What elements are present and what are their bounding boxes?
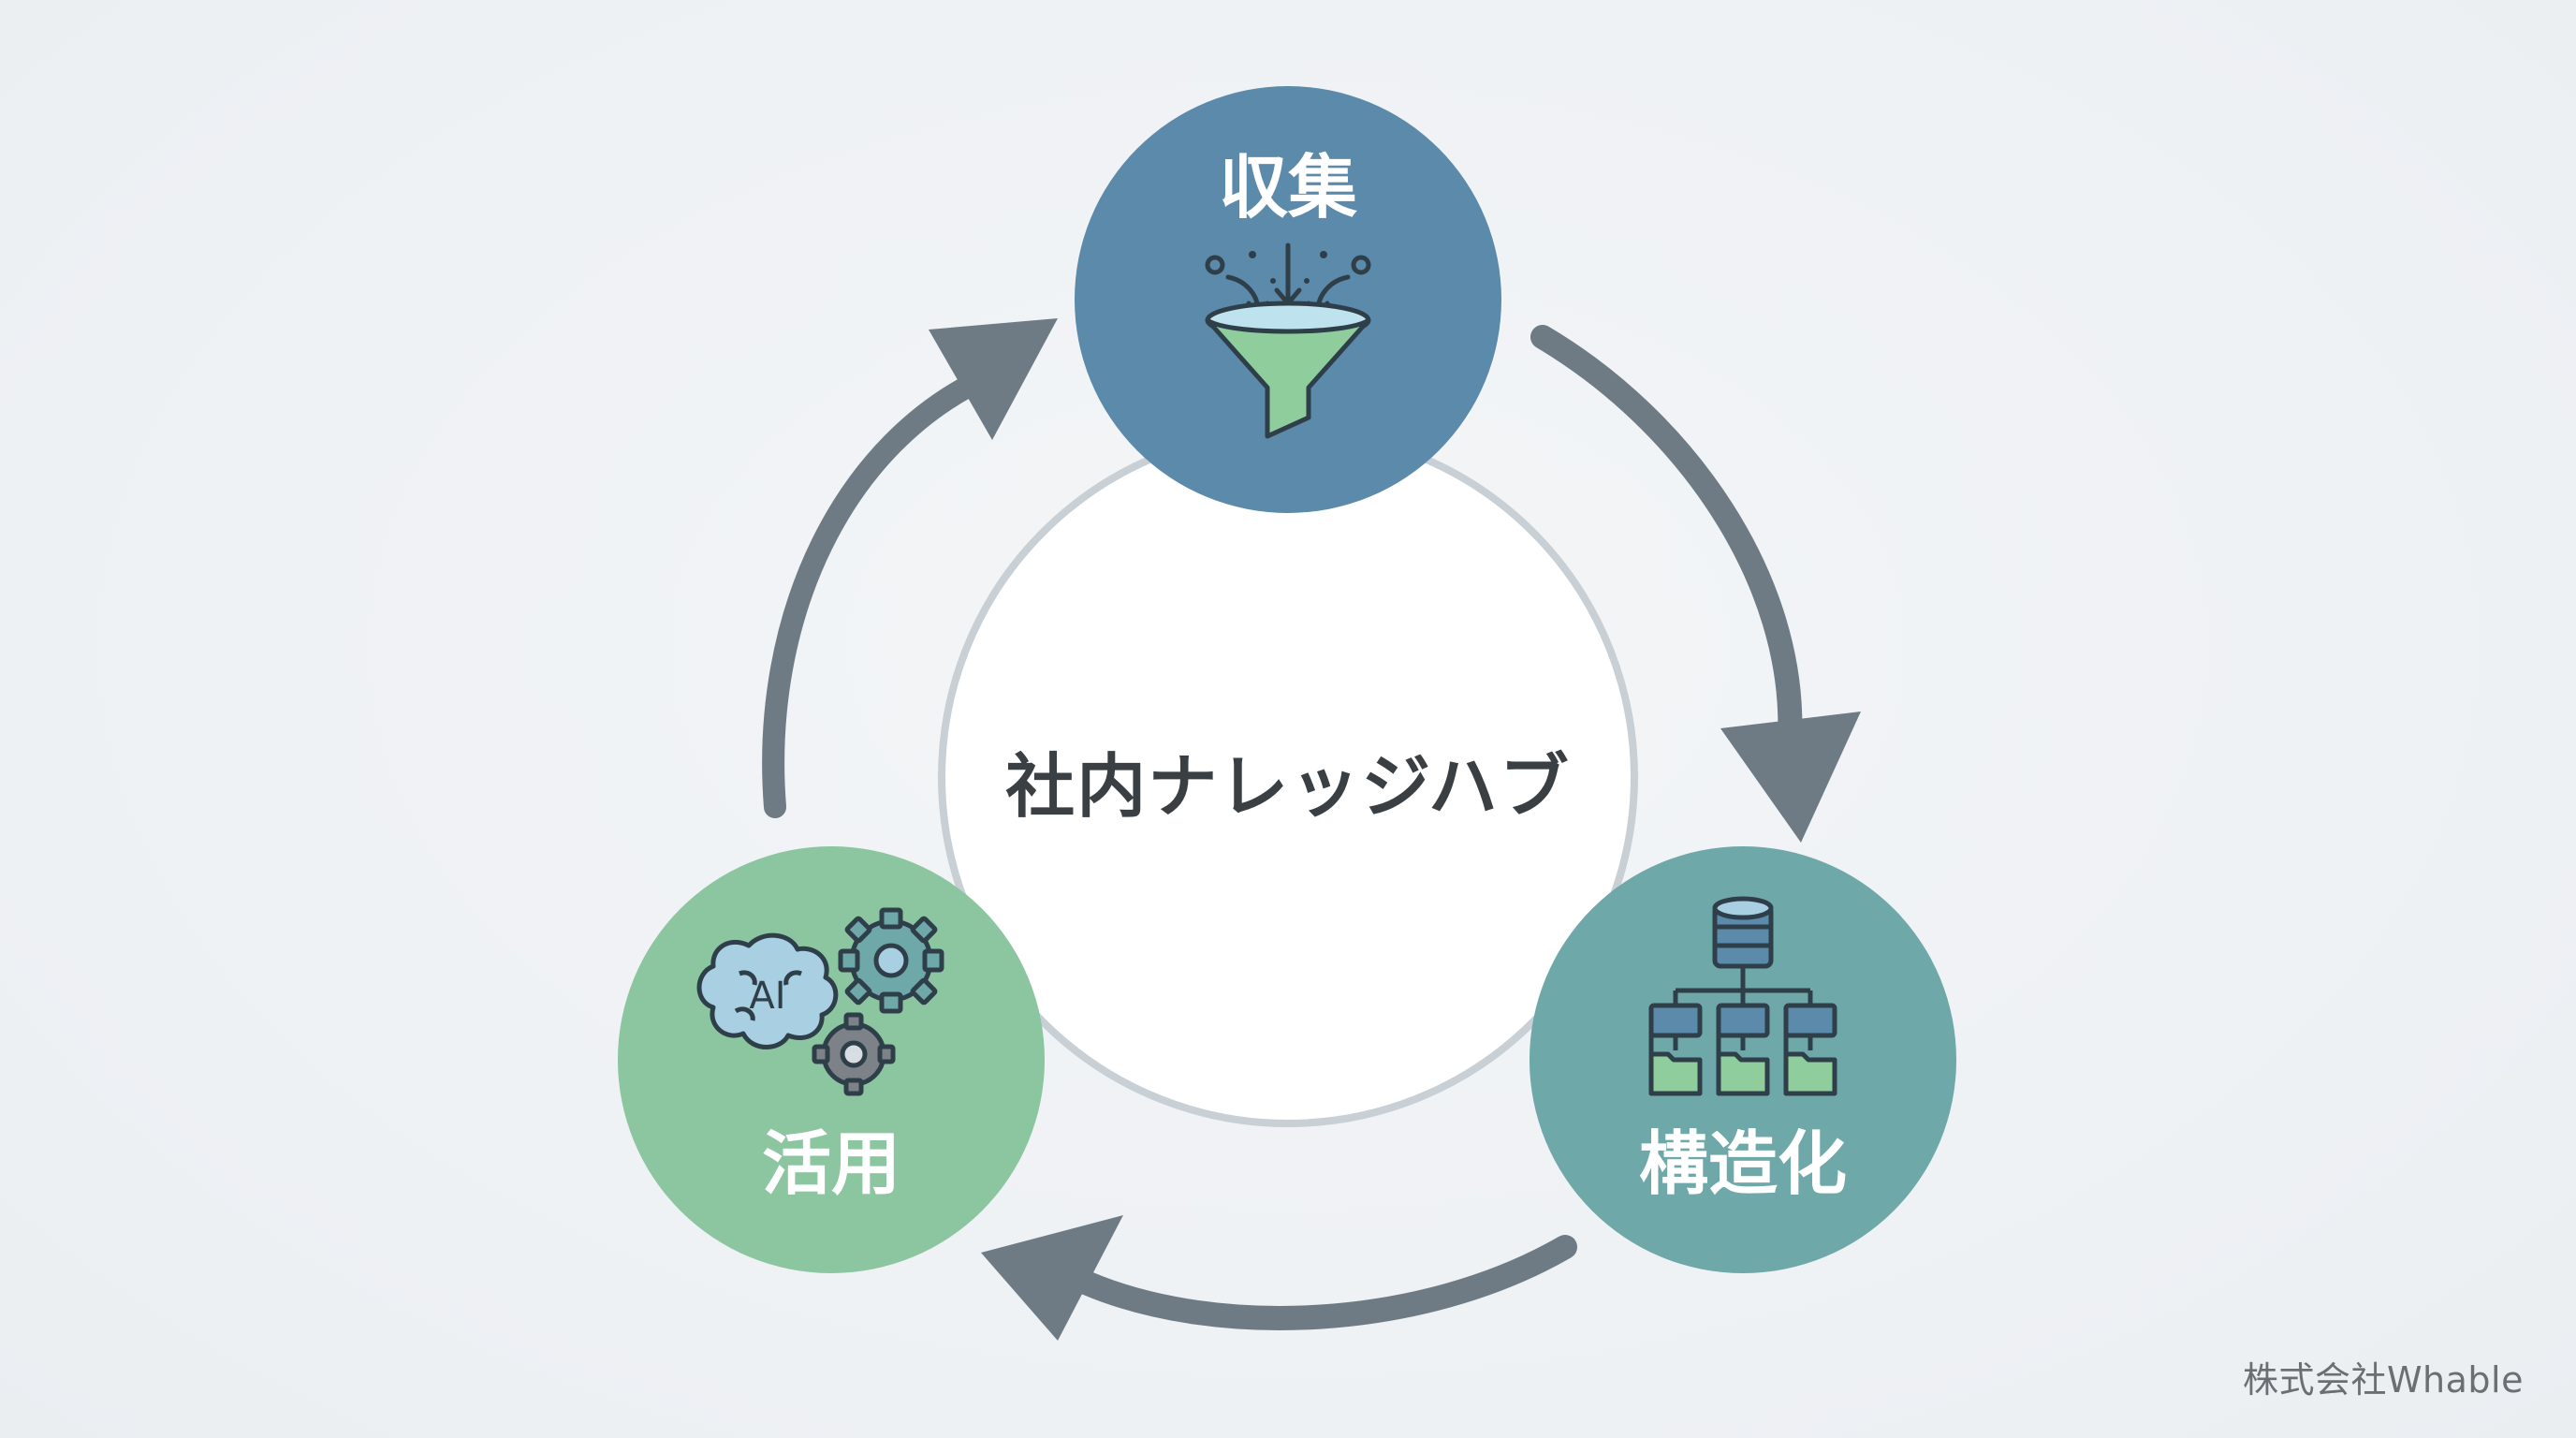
node-collect-label: 収集 xyxy=(1219,148,1357,228)
hierarchy-database-icon xyxy=(1648,896,1837,1096)
node-utilize-label: 活用 xyxy=(762,1124,900,1205)
cycle-arrows xyxy=(762,325,1803,1330)
hub: 社内ナレッジハブ xyxy=(938,427,1638,1127)
ai-icon-text: AI xyxy=(749,975,785,1018)
small-gear-icon xyxy=(812,1012,896,1096)
arrowhead-to-utilize xyxy=(981,1215,1123,1341)
arrow-utilize-to-collect xyxy=(762,363,1003,818)
node-collect: 収集 xyxy=(1075,86,1501,513)
arrow-collect-to-structure xyxy=(1530,325,1803,752)
hub-label: 社内ナレッジハブ xyxy=(1005,747,1571,828)
funnel-icon xyxy=(1205,242,1371,439)
node-structure-label: 構造化 xyxy=(1639,1124,1847,1205)
company-credit: 株式会社Whable xyxy=(2242,1359,2524,1401)
arrow-structure-to-utilize xyxy=(1074,1235,1577,1330)
arrowhead-to-collect xyxy=(929,318,1058,440)
node-utilize: AI xyxy=(618,846,1045,1273)
ai-brain-gears-icon: AI xyxy=(696,907,944,1096)
node-structure: 構造化 xyxy=(1530,846,1956,1273)
large-gear-icon xyxy=(838,907,944,1014)
arrowhead-to-structure xyxy=(1720,712,1861,843)
arrowheads xyxy=(929,318,1861,1341)
